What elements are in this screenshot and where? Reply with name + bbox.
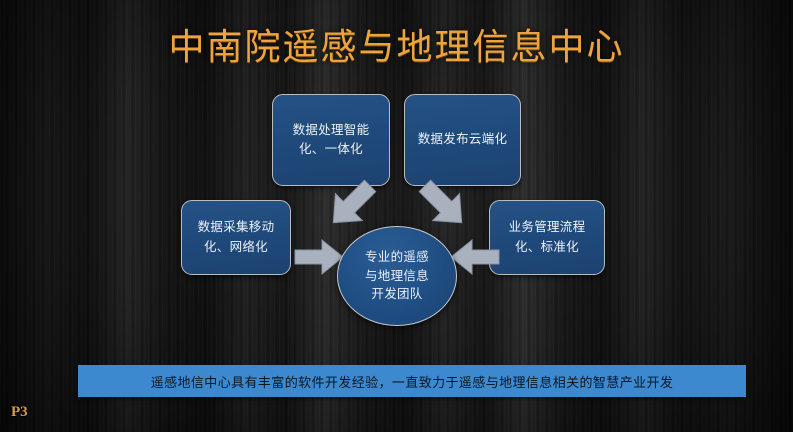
arrow-icon-left xyxy=(293,237,345,282)
diagram-box-label: 数据处理智能化、一体化 xyxy=(292,122,370,156)
diagram-box-left[interactable]: 数据采集移动化、网络化 xyxy=(181,200,291,275)
diagram-center-label: 专业的遥感 与地理信息 开发团队 xyxy=(365,248,429,304)
diagram-box-label: 数据发布云端化 xyxy=(417,132,508,147)
page-title: 中南院遥感与地理信息中心 xyxy=(168,27,625,67)
center-label-line-3: 开发团队 xyxy=(371,287,423,302)
arrow-icon-top-left xyxy=(322,176,380,239)
diagram-box-top-right[interactable]: 数据发布云端化 xyxy=(404,94,521,186)
page-number: P3 xyxy=(11,404,28,420)
center-label-line-2: 与地理信息 xyxy=(364,268,429,283)
arrow-icon-right xyxy=(449,237,501,282)
diagram-center-circle[interactable]: 专业的遥感 与地理信息 开发团队 xyxy=(337,226,457,326)
diagram-box-label: 业务管理流程化、标准化 xyxy=(508,220,586,254)
diagram-box-top-left[interactable]: 数据处理智能化、一体化 xyxy=(272,94,390,186)
diagram-box-right[interactable]: 业务管理流程化、标准化 xyxy=(489,200,605,275)
diagram-box-label: 数据采集移动化、网络化 xyxy=(197,220,275,254)
arrow-icon-top-right xyxy=(415,176,473,239)
summary-banner-text: 遥感地信中心具有丰富的软件开发经验，一直致力于遥感与地理信息相关的智慧产业开发 xyxy=(150,374,674,390)
center-label-line-1: 专业的遥感 xyxy=(364,249,429,264)
summary-banner: 遥感地信中心具有丰富的软件开发经验，一直致力于遥感与地理信息相关的智慧产业开发 xyxy=(78,365,746,397)
